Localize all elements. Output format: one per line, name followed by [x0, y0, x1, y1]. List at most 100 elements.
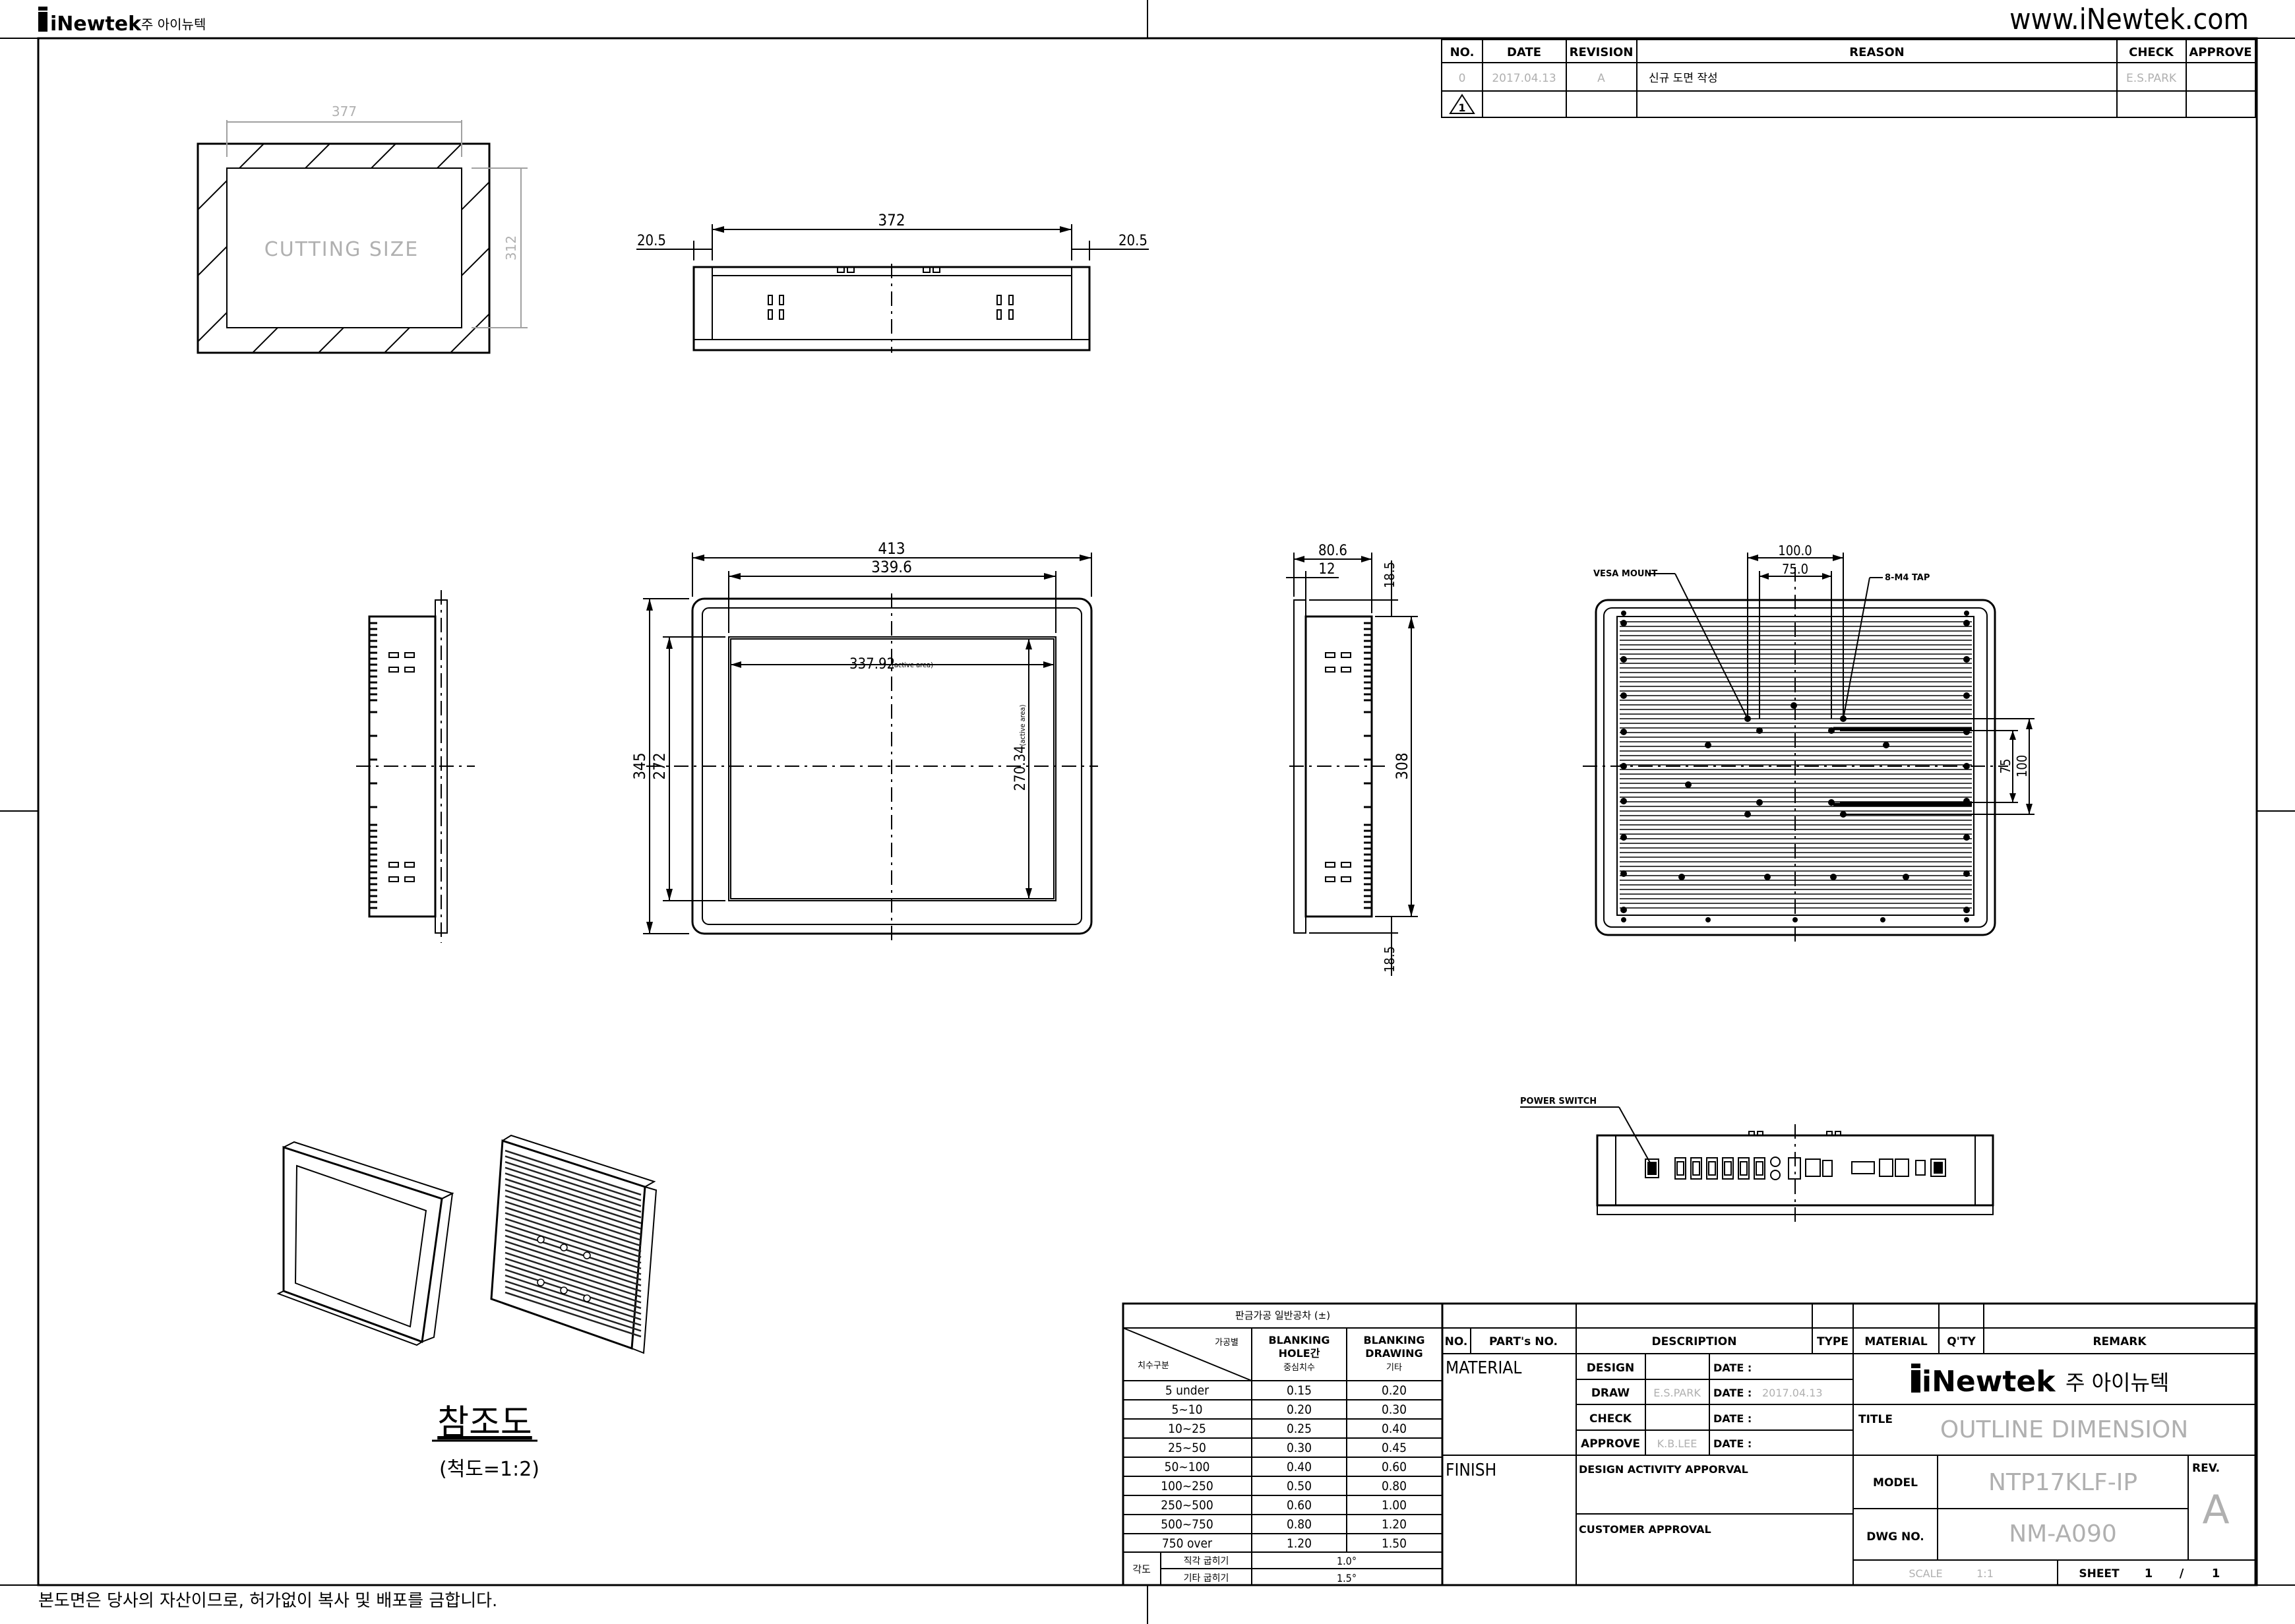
tb-no-header: NO.	[1445, 1335, 1468, 1348]
tb-design-activity: DESIGN ACTIVITY APPORVAL	[1579, 1463, 1748, 1476]
tolerance-cell: 1.00	[1382, 1498, 1407, 1513]
cutout-width-dim: 377	[332, 104, 357, 119]
tolerance-cell: 0.25	[1287, 1422, 1312, 1436]
tolerance-cell: 5 under	[1165, 1383, 1209, 1398]
tolerance-angle-row1-value: 1.0°	[1337, 1555, 1357, 1567]
right-side-view: 80.6 12 308 18.5 18.5	[1286, 543, 1418, 976]
rear-vesa-v-outer-dim: 100	[2014, 755, 2030, 777]
tb-company-name: 주 아이뉴텍	[2066, 1370, 2169, 1395]
title-block: NO. PART's NO. DESCRIPTION TYPE MATERIAL…	[1441, 1302, 2257, 1586]
top-right-offset-dim: 20.5	[1118, 233, 1148, 249]
tb-sheet-label: SHEET	[2079, 1567, 2120, 1580]
brand-logo: iNewtek	[50, 13, 142, 36]
rear-view: 100.0 75.0 75 100 VESA MOUNT 8-M4 TAP	[1583, 543, 2035, 943]
tb-customer-approval: CUSTOMER APPROVAL	[1579, 1523, 1711, 1536]
tb-material: MATERIAL	[1446, 1358, 1521, 1378]
rear-vesa-v-inner-dim: 75	[1998, 759, 2013, 774]
rev-row-no: 0	[1459, 72, 1466, 85]
tolerance-cell: 50~100	[1165, 1460, 1210, 1474]
tb-description-header: DESCRIPTION	[1652, 1335, 1737, 1348]
tolerance-corner-bottom: 치수구분	[1138, 1361, 1169, 1371]
top-view: 372 20.5 20.5	[636, 211, 1149, 353]
tolerance-angle-label: 각도	[1132, 1563, 1151, 1575]
tb-sheet-value: 1	[2145, 1567, 2153, 1580]
tb-check: CHECK	[1589, 1412, 1632, 1426]
rev-row-date: 2017.04.13	[1492, 72, 1556, 85]
tolerance-cell: 0.60	[1382, 1460, 1407, 1474]
tolerance-cell: 0.60	[1287, 1498, 1312, 1513]
tolerance-title: 판금가공 일반공차 (±)	[1235, 1309, 1330, 1321]
rev-header-reason: REASON	[1849, 45, 1904, 59]
side-top-offset-dim: 18.5	[1382, 562, 1397, 588]
tolerance-cell: 250~500	[1161, 1498, 1213, 1513]
tb-rev-value: A	[2202, 1487, 2229, 1533]
tb-sheet-sep: /	[2180, 1567, 2184, 1580]
tolerance-cell: 1.50	[1382, 1536, 1407, 1551]
cutting-size-view: CUTTING SIZE 377 312	[197, 104, 528, 354]
tb-design: DESIGN	[1587, 1362, 1634, 1375]
front-active-height-note: (active area)	[1018, 704, 1027, 746]
front-overall-width-dim: 413	[878, 539, 905, 558]
tb-type-header: TYPE	[1817, 1335, 1849, 1348]
revision-table: NO. DATE REVISION REASON CHECK APPROVE 0…	[1441, 39, 2256, 118]
tolerance-cell: 0.20	[1287, 1402, 1312, 1417]
front-overall-height-dim: 345	[630, 752, 649, 779]
side-bezel-depth-dim: 12	[1318, 561, 1335, 578]
tolerance-angle-row2-label: 기타 굽히기	[1184, 1573, 1229, 1584]
tolerance-col1-l3: 중심치수	[1283, 1363, 1315, 1373]
tb-draw-date: 2017.04.13	[1762, 1387, 1823, 1399]
front-bezel-height-dim: 272	[650, 752, 669, 779]
tolerance-angle-row2-value: 1.5°	[1337, 1572, 1357, 1584]
cutout-height-dim: 312	[503, 235, 519, 260]
tb-draw-name: E.S.PARK	[1653, 1387, 1701, 1399]
tolerance-cell: 0.80	[1287, 1517, 1312, 1532]
tolerance-cell: 100~250	[1161, 1479, 1213, 1493]
tb-qty-header: Q'TY	[1947, 1335, 1976, 1348]
tolerance-cell: 0.20	[1382, 1383, 1407, 1398]
tolerance-cell: 750 over	[1162, 1536, 1213, 1551]
tb-scale-value: 1:1	[1976, 1567, 1994, 1580]
tb-check-date-label: DATE :	[1713, 1412, 1752, 1425]
tb-model-label: MODEL	[1873, 1476, 1918, 1489]
tolerance-corner-top: 가공별	[1215, 1338, 1239, 1348]
rev-row-reason: 신규 도면 작성	[1649, 72, 1718, 85]
side-height-dim: 308	[1393, 752, 1411, 779]
rev-row-check: E.S.PARK	[2126, 72, 2177, 85]
tb-title-value: OUTLINE DIMENSION	[1940, 1416, 2188, 1443]
tb-approve: APPROVE	[1581, 1437, 1640, 1451]
tb-scale-label: SCALE	[1909, 1567, 1942, 1580]
tolerance-cell: 0.45	[1382, 1441, 1407, 1455]
tolerance-cell: 0.15	[1287, 1383, 1312, 1398]
company-name: 주 아이뉴텍	[141, 16, 206, 32]
tolerance-cell: 0.80	[1382, 1479, 1407, 1493]
tolerance-col1-l2: HOLE간	[1279, 1347, 1320, 1360]
rear-vesa-outer-dim: 100.0	[1778, 543, 1812, 558]
power-switch-label: POWER SWITCH	[1520, 1097, 1597, 1106]
tolerance-table: 판금가공 일반공차 (±) 가공별 치수구분 BLANKING HOLE간 중심…	[1122, 1302, 1444, 1586]
tolerance-cell: 0.40	[1382, 1422, 1407, 1436]
top-left-offset-dim: 20.5	[637, 233, 666, 249]
tolerance-col1-l1: BLANKING	[1268, 1334, 1330, 1346]
revision-triangle-mark: 1	[1458, 102, 1465, 114]
tb-approve-date-label: DATE :	[1713, 1437, 1752, 1450]
side-bottom-offset-dim: 18.5	[1382, 946, 1397, 973]
front-bezel-width-dim: 339.6	[871, 558, 912, 576]
tb-sheet-total: 1	[2212, 1567, 2220, 1580]
tolerance-cell: 500~750	[1161, 1517, 1213, 1532]
tolerance-cell: 25~50	[1168, 1441, 1206, 1455]
footer-notice: 본도면은 당사의 자산이므로, 허가없이 복사 및 배포를 금합니다.	[38, 1591, 497, 1611]
tolerance-cell: 0.50	[1287, 1479, 1312, 1493]
tb-dwg-label: DWG NO.	[1866, 1530, 1924, 1544]
rev-row-revision: A	[1597, 72, 1605, 85]
side-depth-dim: 80.6	[1318, 543, 1347, 559]
vesa-mount-label: VESA MOUNT	[1593, 569, 1657, 579]
website: www.iNewtek.com	[2009, 3, 2249, 36]
tolerance-col2-l2: DRAWING	[1365, 1347, 1423, 1360]
tb-approve-name: K.B.LEE	[1657, 1437, 1698, 1450]
front-active-width-note: (active area)	[892, 661, 933, 669]
rev-header-check: CHECK	[2129, 45, 2174, 59]
tolerance-cell: 10~25	[1168, 1422, 1206, 1436]
front-view: 413 339.6 337.92 (active area) 270.34 (a…	[630, 539, 1098, 943]
rev-header-no: NO.	[1450, 45, 1475, 59]
